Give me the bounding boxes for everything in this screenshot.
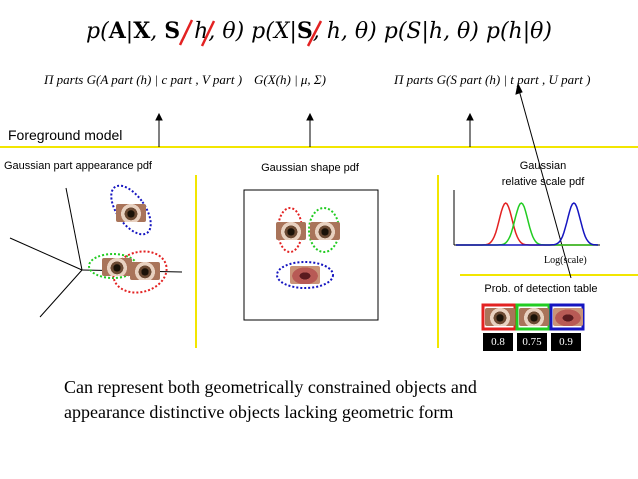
formula-a: A xyxy=(108,18,126,44)
detection-value-1: 0.8 xyxy=(483,333,513,351)
appearance-panel-title: Gaussian part appearance pdf xyxy=(4,160,152,172)
formula-x-struck: X xyxy=(133,18,151,44)
shape-thumb-right-eye xyxy=(310,222,340,240)
axis-3d-left xyxy=(9,237,83,271)
arrow-shape-head xyxy=(306,112,314,121)
arrow-appearance-head xyxy=(155,112,163,121)
detection-table-title: Prob. of detection table xyxy=(484,283,598,295)
arrow-scale-head xyxy=(466,112,474,121)
red-cluster-ellipse xyxy=(112,250,168,294)
part-thumb-eye-green xyxy=(102,258,132,276)
formula-p: p( xyxy=(86,19,109,44)
scale-panel-title-2: relative scale pdf xyxy=(501,176,585,188)
scale-curve-blue xyxy=(456,202,599,246)
arrow-detection xyxy=(518,89,572,279)
blue-cluster-ellipse xyxy=(110,184,152,236)
detection-thumb-1 xyxy=(485,308,515,326)
scale-panel-title-1: Gaussian xyxy=(519,160,567,172)
shape-thumb-left-eye xyxy=(276,222,306,240)
shape-panel-title: Gaussian shape pdf xyxy=(261,162,359,174)
detection-value-3: 0.9 xyxy=(551,333,581,351)
shape-blue-ellipse xyxy=(276,261,334,289)
caption-line-1: Can represent both geometrically constra… xyxy=(64,377,477,397)
caption-line-2: appearance distinctive objects lacking g… xyxy=(64,402,454,422)
arrow-detection-head xyxy=(515,82,523,95)
foreground-model-label: Foreground model xyxy=(8,127,123,143)
strike-x-line xyxy=(178,19,194,46)
formula-rest-1: , h, θ) p(X| xyxy=(180,19,297,44)
detection-thumb-2 xyxy=(519,308,549,326)
shape-panel-box xyxy=(243,189,379,321)
appearance-term: Π parts G(A part (h) | c part , V part ) xyxy=(44,72,243,87)
formula-comma: , xyxy=(150,19,165,44)
detection-red-border xyxy=(481,303,517,331)
detection-green-border xyxy=(515,303,551,331)
detection-value-2: 0.75 xyxy=(517,333,547,351)
scale-axis-label: Log(scale) xyxy=(544,255,587,266)
scale-curves xyxy=(456,202,599,246)
shape-term: G(X(h) | μ, Σ) xyxy=(254,72,326,87)
part-thumb-eye-red xyxy=(130,262,160,280)
shape-thumb-mouth xyxy=(290,266,320,284)
formula-rest-2: , h, θ) p(S|h, θ) p(h|θ) xyxy=(312,19,552,44)
strike-s2-line xyxy=(306,20,323,47)
strike-s-line xyxy=(200,20,216,47)
axis-3d-up xyxy=(65,187,83,271)
model-formula: p(A|X, S, h, θ) p(X|S, h, θ) p(S|h, θ) p… xyxy=(0,18,638,44)
detection-blue-border xyxy=(549,303,585,331)
part-thumb-eye-appearance xyxy=(116,204,146,222)
scale-term: Π parts G(S part (h) | t part , U part ) xyxy=(394,72,591,87)
detection-thumb-3 xyxy=(553,308,583,326)
caption: Can represent both geometrically constra… xyxy=(64,375,584,425)
axis-3d-down-left xyxy=(39,269,83,318)
formula-s-struck-2: S xyxy=(296,18,313,44)
formula-bar: | xyxy=(125,19,134,44)
formula-s-struck: S xyxy=(164,18,181,44)
